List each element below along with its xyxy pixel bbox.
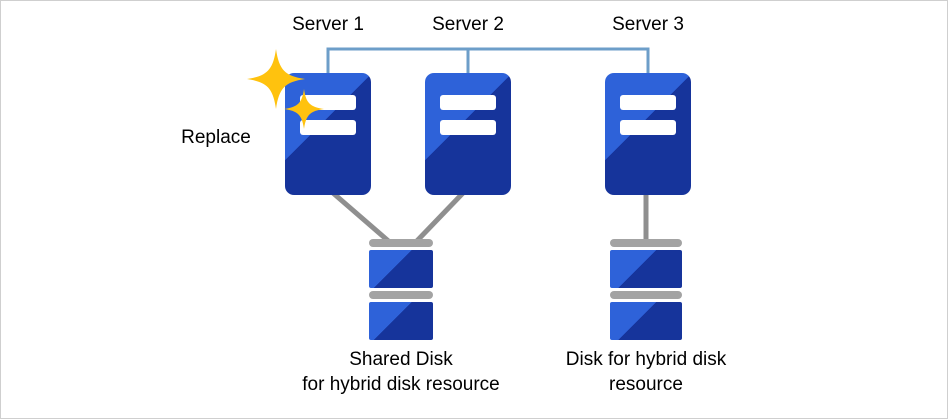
shared-disk-caption-line2: for hybrid disk resource bbox=[302, 374, 500, 395]
disk-block bbox=[369, 302, 433, 340]
server2-icon bbox=[425, 73, 511, 195]
server-slot-icon bbox=[300, 120, 356, 135]
hybrid-disk-icon bbox=[610, 239, 682, 340]
shared-disk-icon bbox=[369, 239, 433, 340]
disk-block bbox=[610, 302, 682, 340]
server-slot-icon bbox=[440, 95, 496, 110]
network-line bbox=[326, 47, 650, 75]
shared-disk-caption-line1: Shared Disk bbox=[349, 349, 453, 370]
replace-label: Replace bbox=[181, 127, 251, 148]
server3-icon bbox=[605, 73, 691, 195]
server1-icon bbox=[285, 73, 371, 195]
disk-cap bbox=[610, 291, 682, 299]
server1-label: Server 1 bbox=[292, 14, 364, 35]
hybrid-disk-caption-line2: resource bbox=[609, 374, 683, 395]
disk-cap bbox=[610, 239, 682, 247]
server-slot-icon bbox=[440, 120, 496, 135]
disk-cap bbox=[369, 291, 433, 299]
link-server2-shared-disk bbox=[411, 191, 465, 247]
sparkle-icon bbox=[247, 49, 324, 129]
server-slot-icon bbox=[620, 120, 676, 135]
disk-cap bbox=[369, 239, 433, 247]
server2-label: Server 2 bbox=[432, 14, 504, 35]
disk-block bbox=[610, 250, 682, 288]
server-slot-icon bbox=[300, 95, 356, 110]
disk-block bbox=[369, 250, 433, 288]
hybrid-disk-caption-line1: Disk for hybrid disk bbox=[565, 349, 727, 370]
shared-disk-caption: Shared Disk for hybrid disk resource bbox=[261, 347, 541, 397]
server3-label: Server 3 bbox=[612, 14, 684, 35]
link-server1-shared-disk bbox=[331, 191, 395, 247]
server-slot-icon bbox=[620, 95, 676, 110]
hybrid-disk-caption: Disk for hybrid disk resource bbox=[526, 347, 766, 397]
